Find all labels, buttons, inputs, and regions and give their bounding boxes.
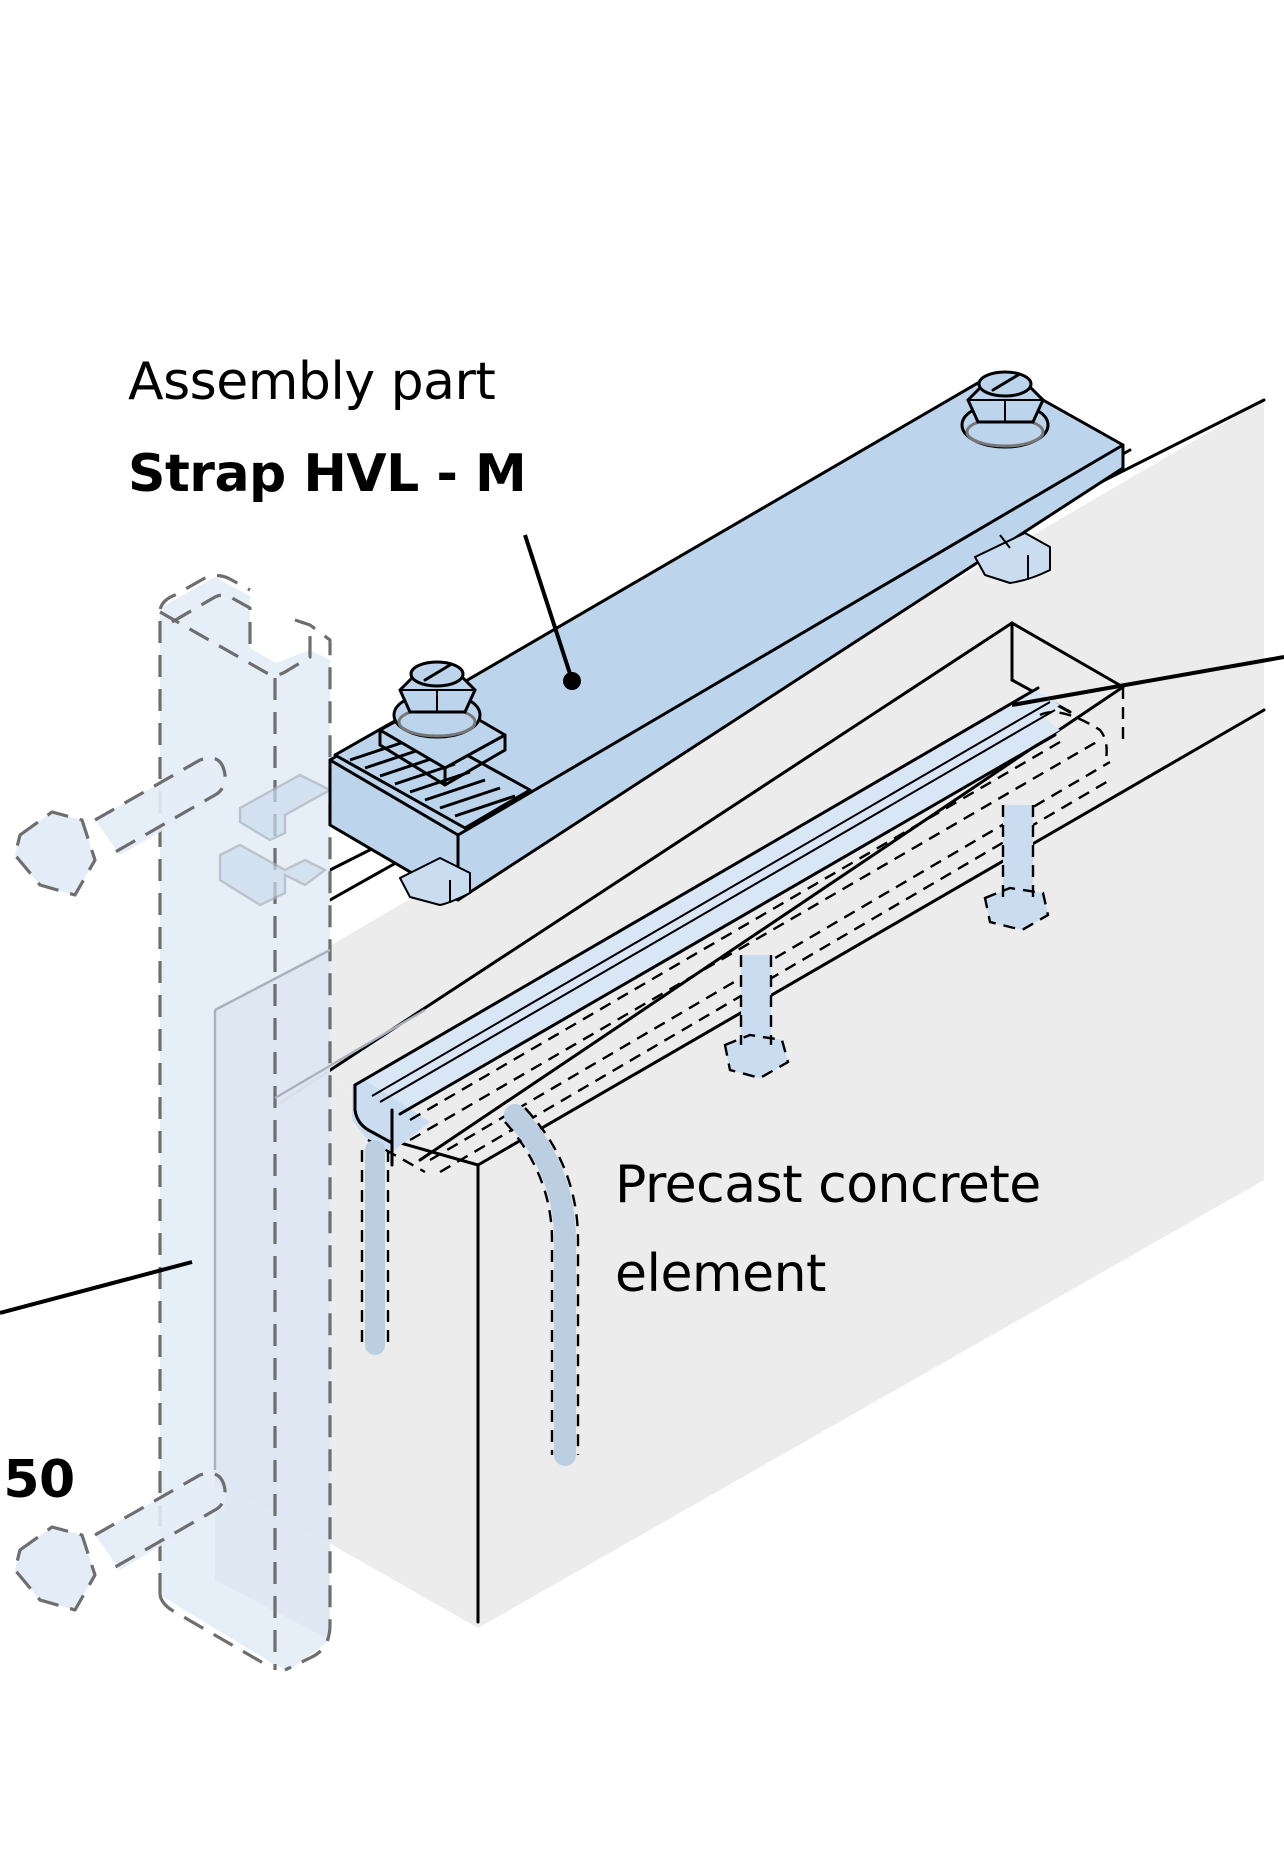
anchor-stud-left: [723, 955, 790, 1080]
concrete-label-line2: element: [615, 1244, 826, 1304]
channel-label-fragment: l50: [0, 1450, 75, 1510]
hammer-head-bolt-left: [399, 857, 471, 906]
anchor-stud-right: [983, 805, 1050, 932]
hex-bolt-upper: [13, 756, 227, 897]
strap-top-face: [330, 373, 1123, 835]
leader-c-profile: [0, 1260, 193, 1315]
hammer-head-bolt-right: [974, 532, 1051, 584]
c-profile-channel: [158, 573, 426, 1672]
slotted-nut-left: [392, 660, 482, 739]
strap-side-face: [458, 445, 1123, 900]
leader-channel: [1011, 655, 1284, 707]
leader-strap: [523, 534, 574, 681]
hex-bolt-lower: [13, 1471, 227, 1612]
concrete-front-face: [478, 710, 1264, 1628]
anchor-channel: [352, 686, 1111, 1174]
leader-strap-dot: [563, 672, 581, 690]
leader-lines: [0, 534, 1284, 1315]
rebar-left: [360, 1140, 390, 1355]
slotted-nut-right: [960, 370, 1050, 449]
concrete-label-line1: Precast concrete: [615, 1155, 1041, 1215]
assembly-part-caption: Assembly part: [128, 352, 496, 412]
assembly-part-name: Strap HVL - M: [128, 444, 527, 504]
ghost-clamp-profile: [218, 773, 333, 907]
rebar-right-bent: [504, 1104, 580, 1466]
